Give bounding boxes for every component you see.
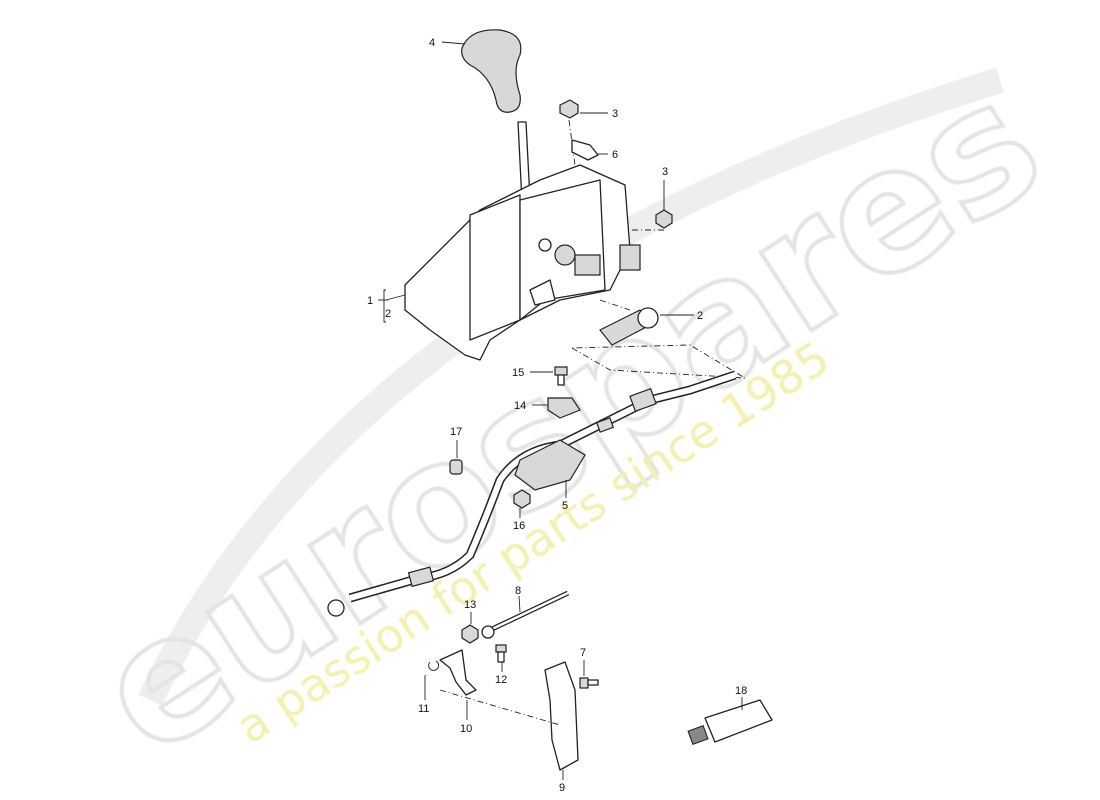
part-nut-13 <box>461 612 479 644</box>
part-bolt-15 <box>530 366 568 386</box>
callout-3: 3 <box>612 108 618 120</box>
part-bracket-6 <box>571 139 608 161</box>
part-selector-housing <box>404 164 641 361</box>
callout-12: 12 <box>495 674 507 686</box>
callout-4: 4 <box>429 37 435 49</box>
part-grommet-17 <box>449 440 463 475</box>
part-clip-14 <box>532 397 581 419</box>
callout-3: 3 <box>662 166 668 178</box>
part-linkage-rod-8 <box>481 590 570 639</box>
callout-11: 11 <box>418 703 429 715</box>
callout-2: 2 <box>697 310 703 322</box>
callout-bracket-1-2 <box>378 289 406 323</box>
callout-1: 1 <box>367 295 373 307</box>
callout-17: 17 <box>450 426 462 438</box>
part-nut-16 <box>513 489 531 518</box>
callout-13: 13 <box>464 599 476 611</box>
callout-7: 7 <box>580 647 586 659</box>
callout-10: 10 <box>460 723 472 735</box>
callout-2: 2 <box>385 308 391 320</box>
part-selector-cable <box>327 370 737 617</box>
callout-8: 8 <box>515 585 521 597</box>
callout-9: 9 <box>559 782 565 794</box>
part-bushing-2 <box>571 299 746 379</box>
callout-6: 6 <box>612 149 618 161</box>
callout-14: 14 <box>514 400 526 412</box>
part-clip-11 <box>424 660 440 700</box>
callout-15: 15 <box>512 367 524 379</box>
part-nut-right <box>625 180 673 231</box>
callout-5: 5 <box>562 500 568 512</box>
callout-18: 18 <box>735 685 747 697</box>
part-screw-7 <box>579 660 599 689</box>
part-screw-12 <box>495 644 507 672</box>
callout-16: 16 <box>513 520 525 532</box>
part-lever-10 <box>439 649 477 720</box>
part-grease-tube-18 <box>687 697 773 746</box>
callout-labels: 4 3 6 3 1 2 2 15 14 17 5 16 8 13 7 12 11… <box>367 37 747 794</box>
part-bracket-9 <box>439 661 579 780</box>
part-gear-knob <box>441 29 522 113</box>
